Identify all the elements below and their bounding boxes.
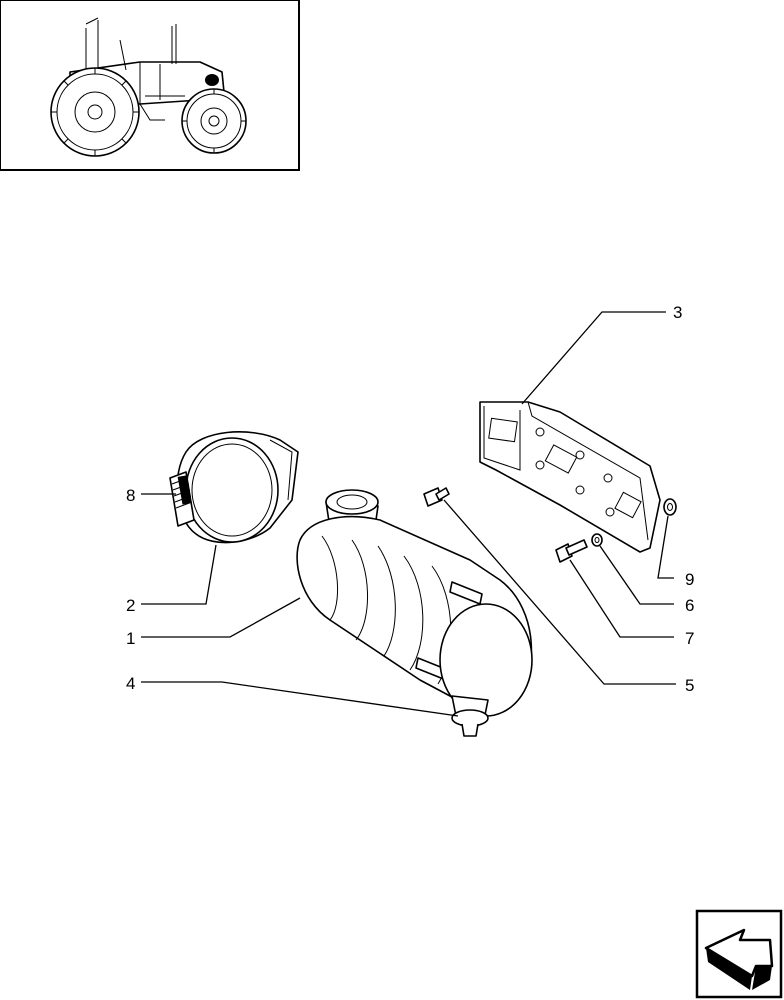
part-8-clamp-screw — [169, 471, 195, 527]
tractor-thumbnail-icon — [0, 0, 300, 171]
leader-lines — [141, 311, 676, 717]
callout-1: 1 — [126, 629, 135, 648]
part-7-bolt — [555, 539, 588, 563]
part-6-washer — [591, 533, 603, 547]
part-4-dust-valve — [451, 709, 489, 737]
callout-6: 6 — [685, 596, 694, 615]
part-1-air-cleaner-housing — [296, 489, 533, 721]
part-2-clamp-band — [176, 431, 299, 544]
leader-line-4 — [141, 681, 459, 717]
callout-4: 4 — [126, 674, 135, 693]
leader-line-3 — [521, 311, 666, 405]
leader-line-9 — [657, 515, 674, 579]
callout-3: 3 — [673, 303, 682, 322]
part-9-washer — [663, 498, 677, 516]
leader-line-2 — [141, 544, 217, 605]
part-3-mounting-bracket — [479, 401, 661, 553]
leader-line-5 — [443, 499, 676, 685]
leader-line-1 — [141, 597, 301, 638]
callout-7: 7 — [685, 629, 694, 648]
callout-5: 5 — [685, 676, 694, 695]
next-page-arrow-icon[interactable] — [695, 909, 783, 999]
leader-line-7 — [569, 559, 674, 638]
callout-9: 9 — [685, 570, 694, 589]
callout-labels: 1 2 3 4 5 6 7 8 9 — [126, 303, 694, 695]
callout-8: 8 — [126, 486, 135, 505]
part-5-bolt — [423, 487, 450, 507]
callout-2: 2 — [126, 596, 135, 615]
leader-line-6 — [599, 545, 674, 605]
